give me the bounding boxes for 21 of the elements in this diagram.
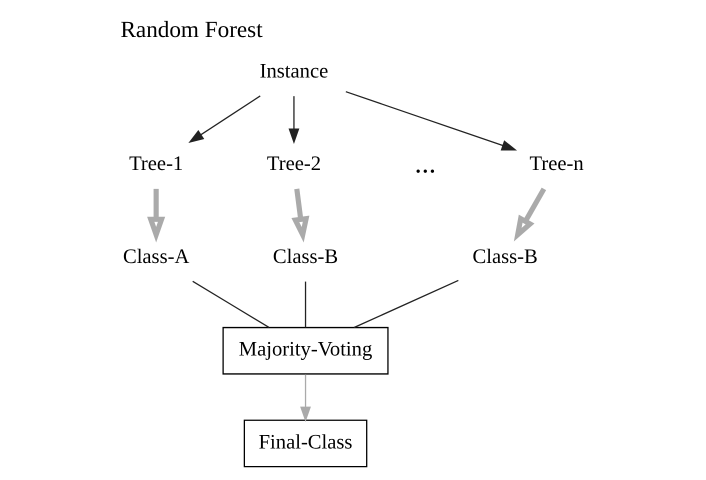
node-text: Instance <box>259 60 328 82</box>
node-box: Final-Class <box>243 420 367 468</box>
arrow <box>288 96 299 144</box>
node-text: Class-A <box>122 246 189 268</box>
arrow <box>345 91 517 151</box>
node-text: Class-B <box>272 246 338 268</box>
connector <box>304 282 306 328</box>
node-text: Class-B <box>472 246 538 268</box>
arrow <box>290 188 309 242</box>
connector <box>353 280 458 328</box>
arrow <box>146 188 165 243</box>
node-text: Tree-1 <box>128 153 183 176</box>
label: ... <box>414 148 436 180</box>
arrow <box>188 95 260 143</box>
arrow <box>300 374 310 422</box>
diagram-title: Random Forest <box>120 17 262 44</box>
node-text: Tree-n <box>529 153 584 176</box>
connector <box>192 280 269 328</box>
node-text: Tree-2 <box>266 153 321 176</box>
node-box: Majority-Voting <box>222 326 388 375</box>
arrow <box>513 188 546 242</box>
